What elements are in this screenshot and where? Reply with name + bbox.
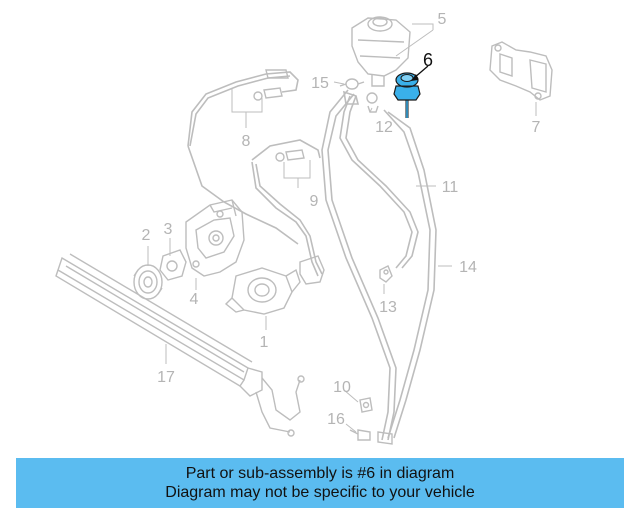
bolt-part-10 [359, 397, 373, 413]
callout-14: 14 [459, 259, 477, 276]
bracket-part [185, 199, 245, 277]
fitting-part-12 [366, 92, 379, 113]
return-line-part [251, 139, 325, 285]
parts-diagram: 1 2 3 4 5 6 7 8 9 10 11 12 13 14 15 16 1… [55, 11, 553, 445]
callout-13: 13 [379, 299, 397, 316]
callout-17: 17 [157, 369, 175, 386]
mount-part [489, 41, 553, 101]
callout-7: 7 [532, 119, 541, 136]
part-info-banner: Part or sub-assembly is #6 in diagram Di… [16, 458, 624, 508]
callout-16: 16 [327, 411, 345, 428]
callout-6: 6 [423, 50, 433, 70]
pump-part [224, 267, 301, 315]
banner-part-text: Part or sub-assembly is #6 in diagram [185, 465, 455, 482]
callout-4: 4 [190, 291, 199, 308]
clip-part-13 [379, 265, 393, 283]
callout-1: 1 [260, 334, 269, 351]
reservoir-cap-part [393, 72, 421, 118]
clamp-part-16 [349, 429, 371, 441]
pulley-part [133, 264, 163, 300]
supply-hose-part [339, 90, 419, 269]
cooler-part [55, 253, 305, 437]
callout-11: 11 [442, 179, 459, 196]
gasket-part [159, 249, 187, 281]
clamp-part-15 [339, 78, 365, 90]
callout-12: 12 [375, 119, 393, 136]
pressure-line-part [187, 69, 299, 245]
leader-arrow-6 [411, 74, 418, 81]
callout-10: 10 [333, 379, 351, 396]
leader-lines [147, 23, 537, 433]
callout-2: 2 [142, 227, 151, 244]
long-hose-part [321, 89, 437, 445]
callout-3: 3 [164, 221, 173, 238]
banner-disclaimer-text: Diagram may not be specific to your vehi… [165, 484, 475, 501]
reservoir-part [351, 16, 411, 87]
callout-5: 5 [438, 11, 447, 28]
callout-9: 9 [310, 193, 319, 210]
callout-15: 15 [311, 75, 329, 92]
callout-8: 8 [242, 133, 251, 150]
